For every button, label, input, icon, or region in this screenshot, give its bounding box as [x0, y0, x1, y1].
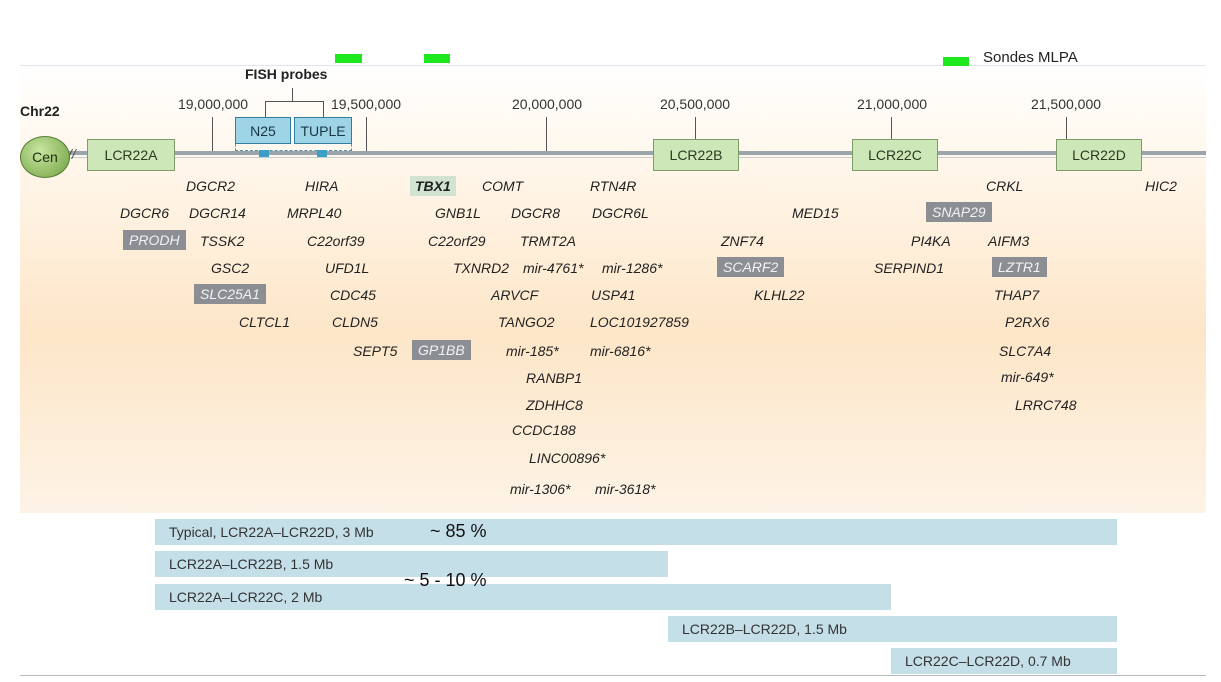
gene-label: HIC2 [1145, 178, 1177, 194]
gene-label: PI4KA [911, 233, 951, 249]
gene-label-shaded: SLC25A1 [194, 284, 266, 304]
gene-label: P2RX6 [1005, 314, 1050, 330]
chromosome-break-mark: // [68, 146, 76, 162]
mlpa-probe-marker [424, 54, 450, 63]
gene-label: AIFM3 [988, 233, 1030, 249]
fish-bracket [265, 101, 324, 118]
gene-label: C22orf29 [428, 233, 486, 249]
gene-label-shaded: GP1BB [412, 340, 471, 360]
chromosome-line [62, 151, 1206, 155]
mlpa-legend-swatch [943, 57, 969, 66]
gene-label: THAP7 [994, 287, 1040, 303]
fish-bracket-stem [292, 88, 293, 101]
mlpa-legend-label: Sondes MLPA [983, 49, 1078, 66]
coordinate-label: 21,000,000 [856, 96, 928, 112]
gene-label: mir-649* [1001, 369, 1054, 385]
gene-label: DGCR6L [592, 205, 649, 221]
typical-percentage: ~ 85 % [430, 521, 487, 541]
n25-probe-box: N25 [235, 117, 291, 144]
coordinate-tick [891, 117, 892, 139]
gene-label: ZNF74 [721, 233, 764, 249]
gene-label: GNB1L [435, 205, 481, 221]
gene-label-shaded: SCARF2 [717, 257, 785, 277]
gene-label-shaded: PRODH [123, 230, 186, 250]
gene-label-highlighted: TBX1 [410, 176, 456, 196]
gene-label: KLHL22 [754, 287, 805, 303]
coordinate-label: 20,500,000 [659, 96, 731, 112]
gene-label: RANBP1 [526, 370, 583, 386]
gene-label: ARVCF [491, 287, 539, 303]
coordinate-label: 20,000,000 [511, 96, 583, 112]
probe-dashed-outline [235, 144, 352, 151]
gene-label: COMT [482, 178, 524, 194]
gene-label-shaded: LZTR1 [992, 257, 1047, 277]
coordinate-label: 21,500,000 [1030, 96, 1102, 112]
gene-label: SEPT5 [353, 343, 398, 359]
gene-label: CDC45 [330, 287, 376, 303]
coordinate-label: 19,000,000 [177, 96, 249, 112]
gene-label: CLTCL1 [239, 314, 291, 330]
coordinate-label: 19,500,000 [330, 96, 402, 112]
gene-label: SLC7A4 [999, 343, 1052, 359]
lcr22a-box: LCR22A [87, 139, 175, 171]
fish-probes-label: FISH probes [245, 66, 328, 82]
gene-label: ZDHHC8 [526, 397, 583, 413]
gene-label: SERPIND1 [874, 260, 945, 276]
gene-label: MRPL40 [287, 205, 342, 221]
gene-label: CLDN5 [332, 314, 378, 330]
gene-label: GSC2 [211, 260, 250, 276]
lcr22b-box: LCR22B [653, 139, 739, 171]
gene-label: TANGO2 [498, 314, 555, 330]
deletion-bar-typical: Typical, LCR22A–LCR22D, 3 Mb [155, 519, 1117, 545]
gene-label: mir-4761* [523, 260, 584, 276]
gene-label: mir-3618* [595, 481, 656, 497]
gene-label: LOC101927859 [590, 314, 689, 330]
gene-label: mir-1306* [510, 481, 571, 497]
gene-label: DGCR8 [511, 205, 561, 221]
deletion-bar-a-c: LCR22A–LCR22C, 2 Mb [155, 584, 891, 610]
gene-label: LRRC748 [1015, 397, 1077, 413]
bottom-border [20, 675, 1206, 676]
gene-label: DGCR14 [189, 205, 246, 221]
gene-label-shaded: SNAP29 [926, 202, 992, 222]
chromosome-line-shadow [62, 157, 1206, 158]
lcr22c-box: LCR22C [852, 139, 938, 171]
lcr22d-box: LCR22D [1056, 139, 1142, 171]
gene-label: TXNRD2 [453, 260, 510, 276]
gene-label: RTN4R [590, 178, 637, 194]
gene-label: mir-1286* [602, 260, 663, 276]
deletion-bar-c-d: LCR22C–LCR22D, 0.7 Mb [891, 648, 1117, 674]
gene-label: UFD1L [325, 260, 370, 276]
gene-label: TSSK2 [200, 233, 245, 249]
gene-label: mir-185* [506, 343, 559, 359]
gene-label: LINC00896* [529, 450, 606, 466]
gene-label: CCDC188 [512, 422, 576, 438]
centromere-icon: Cen [20, 136, 70, 178]
gene-label: HIRA [305, 178, 339, 194]
coordinate-tick [1066, 117, 1067, 139]
n25-probe-marker [259, 150, 269, 157]
coordinate-tick [212, 117, 213, 151]
chromosome-label: Chr22 [20, 103, 60, 119]
proximal-percentage: ~ 5 - 10 % [404, 570, 487, 590]
deletion-bar-a-b: LCR22A–LCR22B, 1.5 Mb [155, 551, 668, 577]
deletion-bar-b-d: LCR22B–LCR22D, 1.5 Mb [668, 616, 1117, 642]
centromere-label: Cen [32, 149, 58, 165]
gene-label: C22orf39 [307, 233, 365, 249]
gene-label: CRKL [986, 178, 1024, 194]
gene-label: TRMT2A [520, 233, 576, 249]
gene-label: mir-6816* [590, 343, 651, 359]
tuple-probe-marker [317, 150, 327, 157]
gene-label: USP41 [591, 287, 636, 303]
gene-label: DGCR6 [120, 205, 170, 221]
coordinate-tick [546, 117, 547, 151]
gene-label: MED15 [792, 205, 839, 221]
mlpa-probe-marker [335, 54, 362, 63]
gene-label: DGCR2 [186, 178, 236, 194]
coordinate-tick [366, 117, 367, 151]
coordinate-tick [695, 117, 696, 139]
tuple-probe-box: TUPLE [294, 117, 352, 144]
